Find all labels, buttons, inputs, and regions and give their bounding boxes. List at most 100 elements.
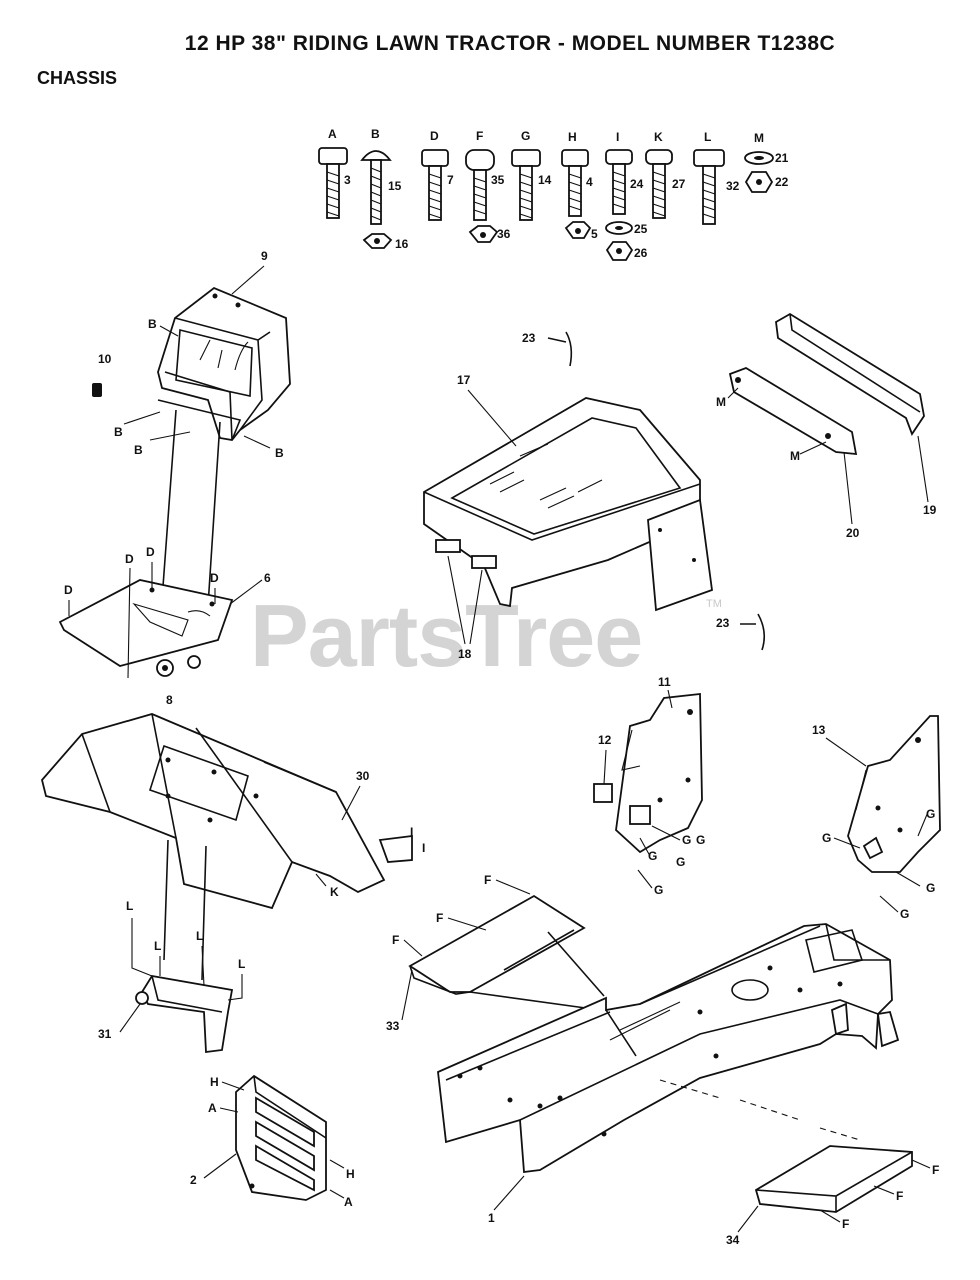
hw-letter-l: L <box>704 130 711 144</box>
hw-num-7: 7 <box>447 173 454 187</box>
letter-g-8: G <box>926 881 935 895</box>
callout-20: 20 <box>846 526 860 540</box>
letter-b-4: B <box>275 446 284 460</box>
nut-36 <box>468 225 499 243</box>
letter-g-5: G <box>654 883 663 897</box>
hw-letter-k: K <box>654 130 663 144</box>
front-grille <box>728 312 925 456</box>
callout-2: 2 <box>190 1173 197 1187</box>
right-side-panel <box>847 715 941 873</box>
bolt-f <box>465 149 495 221</box>
dash-panel <box>149 286 291 607</box>
hw-num-14: 14 <box>538 173 552 187</box>
letter-m-2: M <box>790 449 800 463</box>
nut-5 <box>564 221 592 239</box>
hw-num-22: 22 <box>775 175 789 189</box>
letter-g-2: G <box>696 833 705 847</box>
panel-clip-12 <box>593 783 613 803</box>
hw-num-16: 16 <box>395 237 409 251</box>
bolt-l <box>693 149 725 225</box>
letter-d-4: D <box>64 583 73 597</box>
callout-23-top: 23 <box>522 331 536 345</box>
letter-l-1: L <box>126 899 133 913</box>
letter-g-3: G <box>648 849 657 863</box>
nut-16 <box>362 233 393 249</box>
letter-f-3: F <box>392 933 399 947</box>
letter-f-1: F <box>484 873 491 887</box>
hw-letter-i: I <box>616 130 619 144</box>
callout-34: 34 <box>726 1233 740 1247</box>
hw-num-27: 27 <box>672 177 686 191</box>
hw-letter-a: A <box>328 127 337 141</box>
letter-g-7: G <box>822 831 831 845</box>
letter-d-1: D <box>125 552 134 566</box>
bolt-h <box>561 149 589 217</box>
hood-pin-top <box>547 331 573 367</box>
callout-6: 6 <box>264 571 271 585</box>
watermark-trademark: TM <box>706 598 722 610</box>
bolt-a <box>318 147 348 219</box>
callout-10: 10 <box>98 352 112 366</box>
hw-num-21: 21 <box>775 151 789 165</box>
bolt-g <box>511 149 541 221</box>
letter-i-1: I <box>410 825 413 839</box>
hw-letter-h: H <box>568 130 577 144</box>
letter-g-1: G <box>682 833 691 847</box>
letter-g-6: G <box>926 807 935 821</box>
chassis-frame <box>437 923 900 1174</box>
letter-f-2: F <box>436 911 443 925</box>
callout-23-right: 23 <box>716 616 730 630</box>
hw-letter-m: M <box>754 131 764 145</box>
letter-l-3: L <box>196 929 203 943</box>
hw-num-32: 32 <box>726 179 740 193</box>
hw-num-36: 36 <box>497 227 511 241</box>
rear-pad <box>754 1145 913 1213</box>
letter-b-3: B <box>134 443 143 457</box>
letter-m-1: M <box>716 395 726 409</box>
hw-letter-b: B <box>371 127 380 141</box>
letter-k: K <box>330 885 339 899</box>
section-title: CHASSIS <box>37 68 118 88</box>
callout-13: 13 <box>812 723 826 737</box>
letter-h-2: H <box>346 1167 355 1181</box>
callout-30: 30 <box>356 769 370 783</box>
hw-letter-d: D <box>430 129 439 143</box>
callout-9: 9 <box>261 249 268 263</box>
callout-17: 17 <box>457 373 471 387</box>
letter-f-5: F <box>896 1189 903 1203</box>
hw-letter-g: G <box>521 129 530 143</box>
callout-31: 31 <box>98 1027 112 1041</box>
hood <box>423 397 713 612</box>
hw-num-5: 5 <box>591 227 598 241</box>
washer-25 <box>605 221 633 235</box>
washer-21 <box>744 151 774 165</box>
nut-26 <box>605 241 634 261</box>
letter-a-1: A <box>208 1101 217 1115</box>
rear-grille-panel <box>235 1074 327 1201</box>
hw-letter-f: F <box>476 129 483 143</box>
hw-num-4: 4 <box>586 175 593 189</box>
letter-f-6: F <box>842 1217 849 1231</box>
floor-plate <box>58 579 234 667</box>
hw-num-35: 35 <box>491 173 505 187</box>
letter-a-2: A <box>344 1195 353 1209</box>
pedal-fastener-8 <box>156 655 201 677</box>
callout-8: 8 <box>166 693 173 707</box>
letter-l-4: L <box>238 957 245 971</box>
hw-num-25: 25 <box>634 222 648 236</box>
bolt-k <box>645 149 673 219</box>
letter-l-2: L <box>154 939 161 953</box>
rear-fender <box>41 713 413 910</box>
letter-d-3: D <box>210 571 219 585</box>
bolt-b <box>360 150 392 225</box>
bolt-d <box>421 149 449 221</box>
letter-i-2: I <box>422 841 425 855</box>
clip-10 <box>92 383 102 397</box>
page-title: 12 HP 38" RIDING LAWN TRACTOR - MODEL NU… <box>184 32 836 55</box>
letter-g-9: G <box>900 907 909 921</box>
hw-num-24: 24 <box>630 177 644 191</box>
callout-18: 18 <box>458 647 472 661</box>
callout-1: 1 <box>488 1211 495 1225</box>
